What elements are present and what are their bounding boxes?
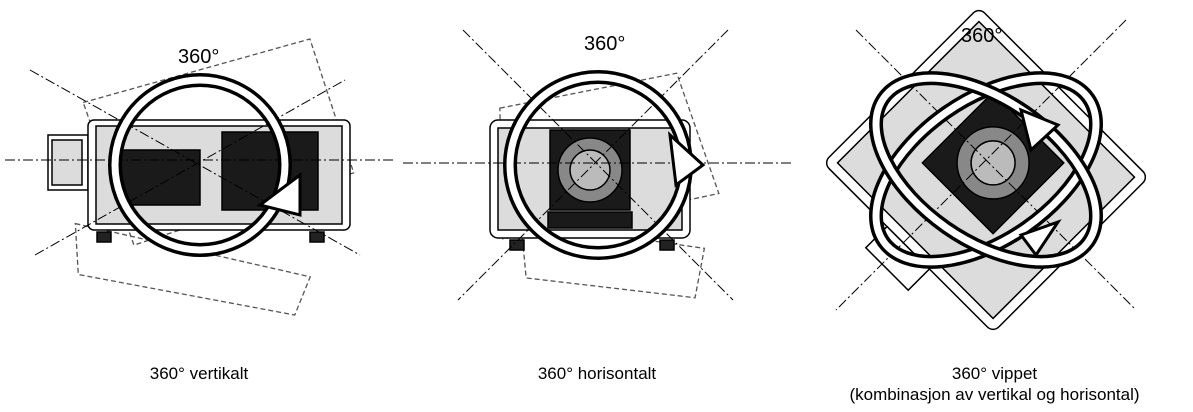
- projector-tilted-view: [825, 9, 1147, 331]
- rotation-axes: [5, 69, 395, 256]
- caption-horizontal: 360° horisontalt: [398, 363, 796, 384]
- angle-label: 360°: [178, 46, 219, 68]
- caption-tilted: 360° vippet (kombinasjon av vertikal og …: [796, 363, 1193, 405]
- angle-label: 360°: [584, 33, 625, 55]
- rotation-arrows: [869, 71, 1103, 269]
- caption-text: 360° horisontalt: [537, 364, 657, 383]
- horizontal-rotation-diagram: 360°: [403, 29, 793, 301]
- rotation-arrow: [108, 73, 302, 257]
- rotation-arrow: [503, 70, 706, 260]
- tilted-rotation-diagram: 360°: [825, 9, 1147, 331]
- caption-text: 360° vertikalt: [149, 364, 249, 383]
- rotation-axes: [835, 19, 1137, 311]
- angle-label: 360°: [961, 25, 1002, 47]
- rotation-axes: [403, 29, 793, 301]
- caption-text: 360° vippet: [951, 364, 1038, 383]
- caption-subtext: (kombinasjon av vertikal og horisontal): [849, 385, 1140, 404]
- vertical-rotation-diagram: 360°: [5, 38, 395, 316]
- caption-vertical: 360° vertikalt: [0, 363, 398, 384]
